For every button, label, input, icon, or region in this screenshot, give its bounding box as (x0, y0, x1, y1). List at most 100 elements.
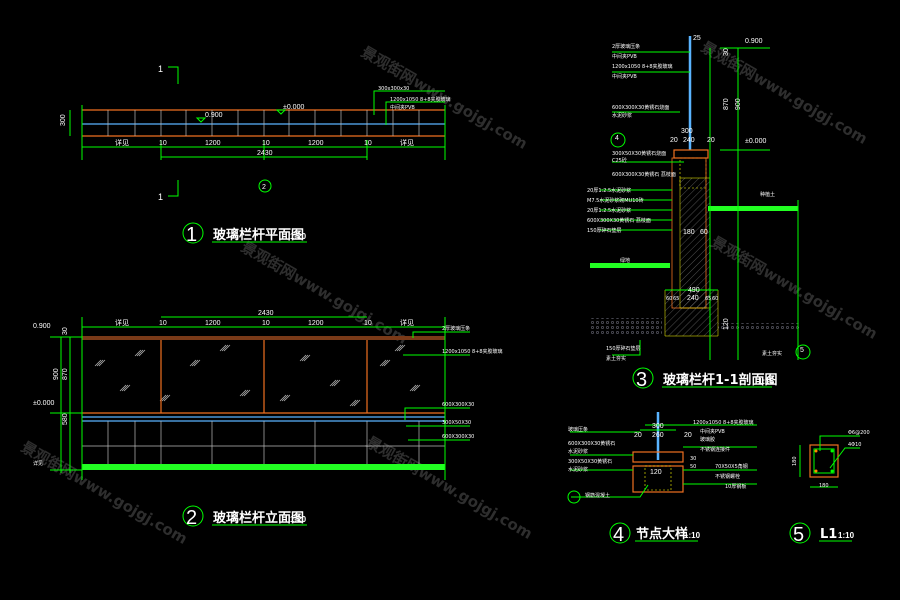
glass-reflection-mark (98, 359, 106, 367)
svg-text:300x300x30: 300x300x30 (378, 86, 409, 92)
index-mark: 2 (262, 184, 266, 191)
svg-text:1200: 1200 (308, 140, 324, 147)
svg-text:玻璃胶: 玻璃胶 (700, 436, 715, 443)
glass-reflection-mark (189, 359, 197, 367)
svg-text:1:15: 1:15 (758, 377, 775, 386)
svg-text:C25砼: C25砼 (612, 157, 627, 164)
svg-text:20: 20 (670, 137, 678, 144)
svg-text:10: 10 (159, 320, 167, 327)
glass-reflection-mark (299, 354, 307, 362)
glass-reflection-mark (333, 379, 341, 387)
svg-text:300: 300 (60, 114, 67, 126)
glass-reflection-mark (283, 394, 291, 402)
glass-reflection-mark (379, 359, 387, 367)
svg-text:30: 30 (690, 456, 696, 462)
glass-reflection-mark (349, 399, 357, 407)
svg-text:4Φ10: 4Φ10 (848, 442, 861, 448)
svg-text:±0.000: ±0.000 (33, 400, 54, 407)
svg-text:900: 900 (735, 98, 742, 110)
glass-reflection-mark (96, 359, 104, 367)
glass-reflection-mark (223, 344, 231, 352)
svg-text:10: 10 (262, 140, 270, 147)
svg-text:600X300X30: 600X300X30 (442, 402, 474, 408)
svg-text:30: 30 (62, 327, 69, 335)
svg-text:1200: 1200 (205, 140, 221, 147)
glass-reflection-mark (411, 384, 419, 392)
svg-text:详见: 详见 (400, 138, 414, 147)
svg-text:2厚玻璃压条: 2厚玻璃压条 (612, 43, 640, 50)
svg-text:240: 240 (687, 295, 699, 302)
glass-reflection-mark (396, 344, 404, 352)
glass-reflection-mark (281, 394, 289, 402)
svg-text:水泥砂浆: 水泥砂浆 (612, 112, 632, 119)
glass-reflection-mark (219, 344, 227, 352)
svg-text:240: 240 (683, 137, 695, 144)
svg-text:2430: 2430 (257, 150, 273, 157)
glass-reflection-mark (413, 384, 421, 392)
title-circle (182, 222, 204, 244)
svg-text:水泥砂浆: 水泥砂浆 (568, 448, 588, 455)
svg-text:1:10: 1:10 (684, 531, 701, 540)
svg-text:Φ6@200: Φ6@200 (848, 430, 870, 436)
svg-text:中间夹PVB: 中间夹PVB (612, 53, 637, 60)
glass-reflection-mark (239, 389, 247, 397)
svg-text:60: 60 (700, 229, 708, 236)
watermark: 景观街网www.gojgj.com (238, 238, 411, 348)
svg-text:580: 580 (62, 413, 69, 425)
svg-text:不锈钢螺栓: 不锈钢螺栓 (715, 473, 740, 480)
svg-text:5: 5 (793, 524, 804, 546)
svg-text:素土夯实: 素土夯实 (762, 350, 782, 357)
plan-view: 1 1 300 详见 10 1200 10 1200 10 详见 2430 0.… (60, 64, 451, 246)
svg-text:中间夹PVB: 中间夹PVB (612, 73, 637, 80)
svg-text:300: 300 (681, 128, 693, 135)
glass-reflection-mark (279, 394, 287, 402)
svg-text:870: 870 (62, 368, 69, 380)
svg-text:20: 20 (684, 432, 692, 439)
svg-text:180: 180 (819, 483, 829, 489)
glass-reflection-mark (398, 344, 406, 352)
glass-reflection-mark (303, 354, 311, 362)
svg-text:详见: 详见 (115, 138, 129, 147)
svg-text:10: 10 (262, 320, 270, 327)
svg-text:1200x1050 8+8夹胶玻璃: 1200x1050 8+8夹胶玻璃 (612, 63, 673, 70)
svg-text:0.900: 0.900 (33, 323, 51, 330)
glass-reflection-mark (161, 394, 169, 402)
svg-text:钢筋混凝土: 钢筋混凝土 (585, 492, 610, 499)
svg-text:1200: 1200 (308, 320, 324, 327)
detail-ref: 4 (615, 135, 619, 142)
svg-text:20: 20 (634, 432, 642, 439)
svg-text:180: 180 (683, 229, 695, 236)
svg-text:60: 60 (712, 296, 718, 302)
svg-text:300X50X30: 300X50X30 (442, 420, 471, 426)
svg-text:600X300X30黄锈石 荔枝面: 600X300X30黄锈石 荔枝面 (587, 217, 651, 224)
svg-text:0.900: 0.900 (205, 112, 223, 119)
svg-text:2厚玻璃压条: 2厚玻璃压条 (442, 325, 470, 332)
svg-text:详见: 详见 (33, 460, 43, 467)
svg-text:±0.000: ±0.000 (745, 138, 766, 145)
glass-reflection-mark (353, 399, 361, 407)
svg-text:300X50X30黄锈石: 300X50X30黄锈石 (568, 458, 612, 465)
glass-reflection-mark (191, 359, 199, 367)
glass-reflection-mark (163, 394, 171, 402)
watermark: 景观街网www.gojgj.com (18, 438, 191, 548)
svg-text:120: 120 (723, 318, 730, 330)
svg-text:2: 2 (186, 507, 197, 529)
svg-text:600X300X30黄锈石: 600X300X30黄锈石 (568, 440, 615, 447)
glass-reflection-mark (121, 384, 129, 392)
glass-reflection-mark (221, 344, 229, 352)
svg-text:60: 60 (666, 296, 672, 302)
svg-text:10: 10 (364, 320, 372, 327)
glass-reflection-mark (394, 344, 402, 352)
svg-text:1:20: 1:20 (290, 515, 307, 524)
svg-text:150厚碎石垫层: 150厚碎石垫层 (606, 345, 641, 352)
svg-text:1200x1050 8+8夹胶玻璃: 1200x1050 8+8夹胶玻璃 (442, 348, 503, 355)
svg-text:65: 65 (705, 296, 711, 302)
glass-reflection-mark (138, 349, 146, 357)
glass-reflection-mark (409, 384, 417, 392)
watermark: 景观街网www.gojgj.com (363, 433, 536, 543)
glass-reflection-mark (331, 379, 339, 387)
svg-text:490: 490 (688, 287, 700, 294)
glass-reflection-mark (383, 359, 391, 367)
svg-text:600X300X30黄锈石烧面: 600X300X30黄锈石烧面 (612, 104, 669, 111)
